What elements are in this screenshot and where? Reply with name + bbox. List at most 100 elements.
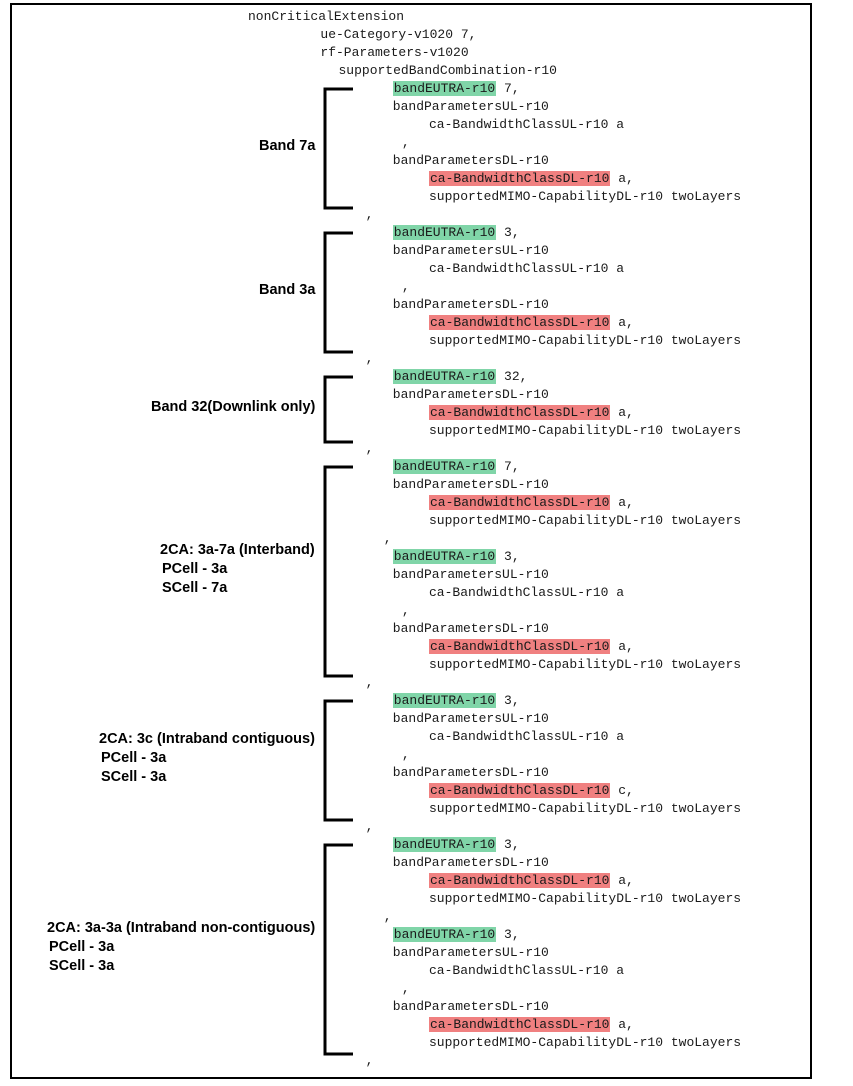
code-text: bandParametersUL-r10: [392, 711, 549, 726]
code-text: ,: [383, 531, 392, 546]
code-text: ue-Category-v1020 7,: [320, 27, 477, 42]
code-line: ue-Category-v1020 7,: [320, 26, 476, 44]
code-line: bandEUTRA-r10 3,: [392, 224, 520, 242]
group-cell-note: PCell - 3a: [101, 750, 167, 766]
group-title: 2CA: 3a-3a (Intraband non-contiguous): [47, 920, 316, 936]
code-line: supportedMIMO-CapabilityDL-r10 twoLayers: [429, 890, 741, 908]
group-bracket: [323, 843, 353, 1056]
code-text: supportedMIMO-CapabilityDL-r10 twoLayers: [429, 513, 742, 528]
code-text: ,: [365, 675, 374, 690]
code-text: 7,: [496, 81, 520, 96]
bandwidth-class-dl-field: ca-BandwidthClassDL-r10: [429, 639, 611, 654]
group-label: 2CA: 3a-3a (Intraband non-contiguous) PCe…: [0, 919, 315, 976]
code-line: ,: [402, 278, 410, 296]
group-label: Band 7a: [0, 137, 315, 156]
bandwidth-class-dl-field: ca-BandwidthClassDL-r10: [429, 873, 611, 888]
group-label: 2CA: 3c (Intraband contiguous)PCell - 3a…: [0, 730, 315, 787]
code-line: bandParametersUL-r10: [393, 566, 549, 584]
code-line: ,: [366, 206, 374, 224]
code-line: bandEUTRA-r10 3,: [392, 836, 520, 854]
group-bracket: [323, 231, 353, 354]
group-title: Band 32(Downlink only): [151, 399, 316, 415]
code-line: ca-BandwidthClassDL-r10 a,: [429, 170, 634, 188]
code-line: ,: [366, 350, 374, 368]
code-text: supportedMIMO-CapabilityDL-r10 twoLayers: [429, 1035, 742, 1050]
code-line: ca-BandwidthClassDL-r10 a,: [429, 494, 634, 512]
code-line: ,: [366, 1052, 374, 1070]
code-text: ,: [401, 747, 410, 762]
code-line: bandParametersDL-r10: [393, 764, 549, 782]
code-text: bandParametersUL-r10: [392, 99, 549, 114]
code-text: 7,: [496, 459, 520, 474]
group-bracket: [323, 699, 353, 822]
code-line: bandEUTRA-r10 7,: [392, 80, 520, 98]
code-line: supportedMIMO-CapabilityDL-r10 twoLayers: [429, 1034, 741, 1052]
code-text: nonCriticalExtension: [248, 9, 405, 24]
code-text: bandParametersDL-r10: [392, 855, 549, 870]
code-text: ca-BandwidthClassUL-r10 a: [429, 729, 625, 744]
group-title: Band 3a: [259, 282, 316, 298]
code-line: ca-BandwidthClassUL-r10 a: [429, 728, 624, 746]
code-text: a,: [610, 1017, 634, 1032]
code-text: ,: [365, 819, 374, 834]
diagram-frame: [10, 3, 812, 1079]
code-text: bandParametersDL-r10: [392, 153, 549, 168]
band-eutra-field: bandEUTRA-r10: [392, 693, 497, 708]
code-text: ,: [401, 981, 410, 996]
code-line: ca-BandwidthClassDL-r10 a,: [429, 872, 634, 890]
group-cell-note: SCell - 3a: [49, 958, 115, 974]
band-eutra-field: bandEUTRA-r10: [392, 837, 497, 852]
code-line: rf-Parameters-v1020: [320, 44, 468, 62]
group-cell-note: PCell - 3a: [162, 561, 228, 577]
code-text: bandParametersUL-r10: [392, 243, 549, 258]
bandwidth-class-dl-field: ca-BandwidthClassDL-r10: [429, 1017, 611, 1032]
code-line: bandParametersDL-r10: [393, 296, 549, 314]
group-cell-note: SCell - 7a: [162, 580, 228, 596]
code-line: ca-BandwidthClassUL-r10 a: [429, 962, 624, 980]
bandwidth-class-dl-field: ca-BandwidthClassDL-r10: [429, 783, 611, 798]
code-line: ,: [402, 746, 410, 764]
code-line: bandParametersUL-r10: [393, 98, 549, 116]
code-text: a,: [610, 171, 634, 186]
code-line: ca-BandwidthClassDL-r10 a,: [429, 314, 634, 332]
code-line: ca-BandwidthClassUL-r10 a: [429, 260, 624, 278]
code-line: ca-BandwidthClassUL-r10 a: [429, 116, 624, 134]
code-line: bandParametersUL-r10: [393, 710, 549, 728]
code-text: supportedMIMO-CapabilityDL-r10 twoLayers: [429, 657, 742, 672]
bandwidth-class-dl-field: ca-BandwidthClassDL-r10: [429, 315, 611, 330]
code-text: ca-BandwidthClassUL-r10 a: [429, 585, 625, 600]
group-label: Band 3a: [0, 281, 315, 300]
code-text: bandParametersDL-r10: [392, 999, 549, 1014]
code-line: ca-BandwidthClassDL-r10 a,: [429, 1016, 634, 1034]
code-line: ,: [366, 818, 374, 836]
code-line: bandParametersDL-r10: [393, 476, 549, 494]
code-line: ,: [366, 440, 374, 458]
code-line: bandParametersUL-r10: [393, 944, 549, 962]
code-text: ,: [401, 603, 410, 618]
band-eutra-field: bandEUTRA-r10: [392, 81, 497, 96]
code-text: ,: [383, 909, 392, 924]
code-text: ,: [365, 441, 374, 456]
code-text: 3,: [496, 927, 520, 942]
code-line: bandParametersDL-r10: [393, 386, 549, 404]
code-text: ,: [401, 279, 410, 294]
code-text: a,: [610, 873, 634, 888]
code-text: bandParametersDL-r10: [392, 297, 549, 312]
code-line: supportedMIMO-CapabilityDL-r10 twoLayers: [429, 422, 741, 440]
code-line: bandEUTRA-r10 3,: [392, 692, 520, 710]
code-text: bandParametersUL-r10: [392, 945, 549, 960]
code-line: bandParametersDL-r10: [393, 998, 549, 1016]
code-line: ,: [402, 134, 410, 152]
code-text: a,: [610, 405, 634, 420]
code-text: supportedMIMO-CapabilityDL-r10 twoLayers: [429, 333, 742, 348]
code-text: supportedMIMO-CapabilityDL-r10 twoLayers: [429, 423, 742, 438]
code-text: supportedMIMO-CapabilityDL-r10 twoLayers: [429, 801, 742, 816]
code-line: ca-BandwidthClassUL-r10 a: [429, 584, 624, 602]
group-cell-note: PCell - 3a: [49, 939, 115, 955]
bandwidth-class-dl-field: ca-BandwidthClassDL-r10: [429, 495, 611, 510]
code-line: supportedBandCombination-r10: [339, 62, 557, 80]
band-eutra-field: bandEUTRA-r10: [392, 927, 497, 942]
code-line: bandEUTRA-r10 32,: [392, 368, 527, 386]
group-label: Band 32(Downlink only): [0, 398, 315, 417]
group-title: Band 7a: [259, 138, 316, 154]
